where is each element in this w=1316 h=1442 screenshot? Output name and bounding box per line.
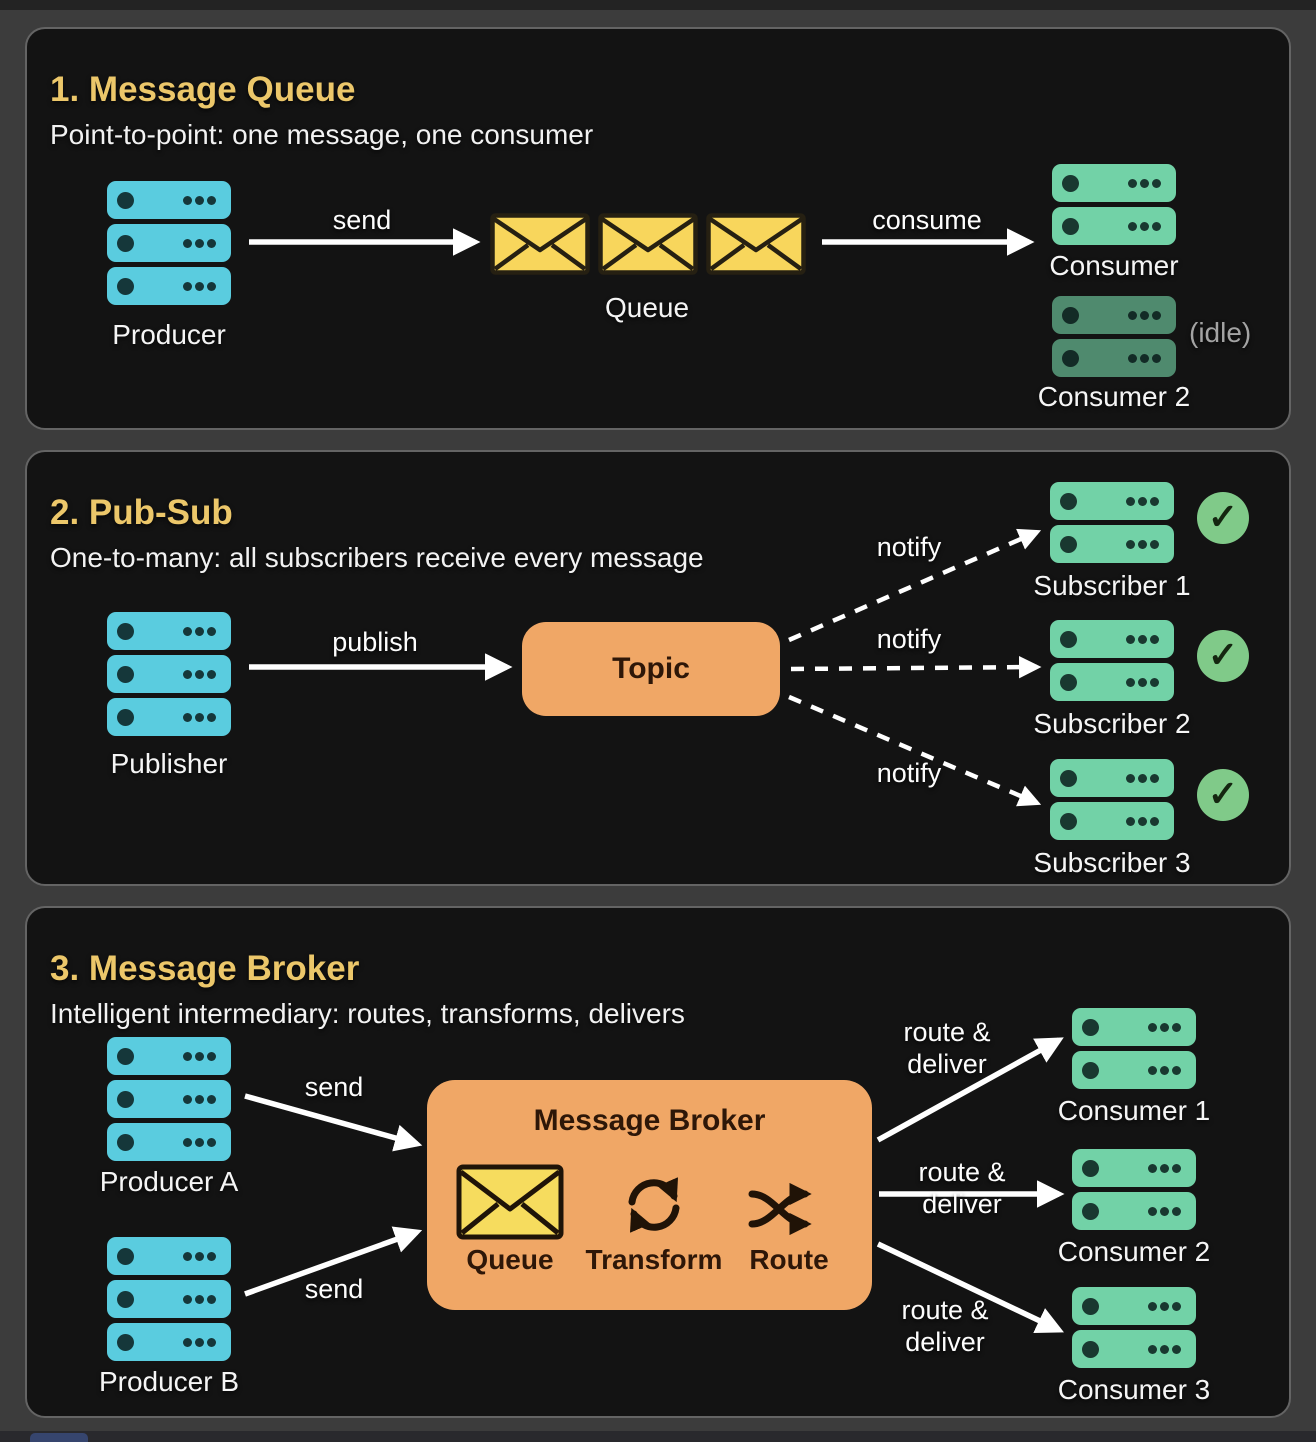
idle-note: (idle)	[1189, 317, 1252, 348]
checkmark-icon	[1197, 769, 1249, 821]
envelope-icon	[706, 213, 806, 275]
publisher-server-icon	[107, 612, 231, 736]
consumer2-server-icon	[1072, 1149, 1196, 1230]
publisher-label: Publisher	[110, 748, 228, 779]
producer-server-icon	[107, 181, 231, 305]
producer-a-server-icon	[107, 1037, 231, 1161]
route-deliver-label-2: route & deliver	[918, 1157, 1006, 1220]
broker-transform-label: Transform	[585, 1244, 723, 1275]
send-label-b: send	[304, 1274, 364, 1304]
panel1-title: 1. Message Queue	[50, 70, 356, 110]
topic-node: Topic	[522, 622, 780, 716]
panel2-subtitle: One-to-many: all subscribers receive eve…	[50, 542, 704, 573]
top-edge-strip	[0, 0, 1316, 10]
panel1-subtitle: Point-to-point: one message, one consume…	[50, 119, 594, 150]
consumer3-server-icon	[1072, 1287, 1196, 1368]
consumer1-label: Consumer 1	[1057, 1095, 1211, 1126]
idle-consumer-server-icon	[1052, 296, 1176, 377]
notify-arrow-2	[790, 655, 1042, 679]
panel3-title: 3. Message Broker	[50, 949, 360, 989]
broker-queue-label: Queue	[466, 1244, 554, 1275]
publish-label: publish	[332, 627, 418, 657]
panel-message-broker: 3. Message Broker Intelligent intermedia…	[25, 906, 1291, 1418]
consume-label: consume	[872, 205, 982, 235]
envelope-icon	[456, 1156, 564, 1240]
queue-envelopes	[490, 213, 806, 275]
consumer3-label: Consumer 3	[1057, 1374, 1211, 1405]
subscriber3-server-icon	[1050, 759, 1174, 840]
consumer1-server-icon	[1072, 1008, 1196, 1089]
panel-message-queue: 1. Message Queue Point-to-point: one mes…	[25, 27, 1291, 430]
route-deliver-label-3: route & deliver	[901, 1295, 989, 1358]
envelope-icon	[490, 213, 590, 275]
notify-label-3: notify	[876, 758, 942, 788]
transform-refresh-icon	[619, 1156, 689, 1240]
queue-label: Queue	[604, 292, 690, 323]
broker-title: Message Broker	[533, 1104, 766, 1137]
consumer2-label: Consumer 2	[1057, 1236, 1211, 1267]
panel3-subtitle: Intelligent intermediary: routes, transf…	[50, 998, 685, 1029]
broker-route-item: Route	[722, 1156, 856, 1276]
notify-label-2: notify	[876, 624, 942, 654]
subscriber2-label: Subscriber 2	[1033, 708, 1191, 739]
subscriber3-label: Subscriber 3	[1033, 847, 1191, 878]
subscriber1-label: Subscriber 1	[1033, 570, 1191, 601]
route-shuffle-icon	[747, 1156, 831, 1240]
broker-route-label: Route	[749, 1244, 829, 1275]
consumer-server-icon	[1052, 164, 1176, 245]
checkmark-icon	[1197, 492, 1249, 544]
subscriber1-server-icon	[1050, 482, 1174, 563]
producer-b-server-icon	[107, 1237, 231, 1361]
producer-a-label: Producer A	[99, 1166, 239, 1197]
panel-pub-sub: 2. Pub-Sub One-to-many: all subscribers …	[25, 450, 1291, 886]
subscriber2-server-icon	[1050, 620, 1174, 701]
consumer-label: Consumer	[1049, 250, 1179, 281]
message-broker-node: Message Broker Queue Transform	[427, 1080, 872, 1310]
producer-label: Producer	[112, 319, 226, 350]
consumer2-label: Consumer 2	[1037, 381, 1191, 412]
checkmark-icon	[1197, 630, 1249, 682]
broker-queue-item: Queue	[435, 1156, 585, 1276]
broker-transform-item: Transform	[586, 1156, 722, 1276]
send-arrow-a	[244, 1093, 423, 1152]
route-deliver-label-1: route & deliver	[903, 1017, 991, 1080]
send-label: send	[332, 205, 392, 235]
send-label-a: send	[304, 1072, 364, 1102]
envelope-icon	[598, 213, 698, 275]
next-panel-peek	[30, 1433, 88, 1442]
producer-b-label: Producer B	[98, 1366, 240, 1397]
bottom-edge-strip	[0, 1431, 1316, 1442]
panel2-title: 2. Pub-Sub	[50, 493, 233, 533]
notify-label-1: notify	[876, 532, 942, 562]
